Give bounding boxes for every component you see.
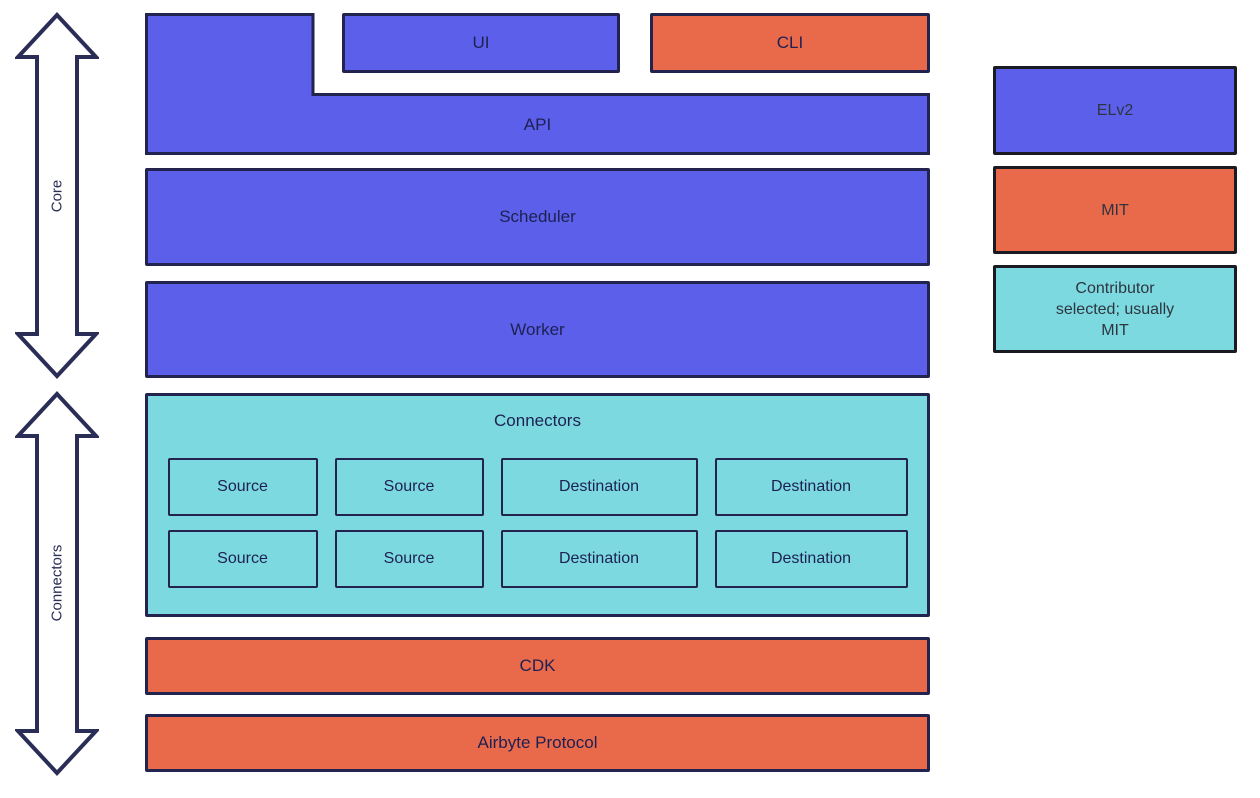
connectors-double-arrow-icon [15,391,99,776]
core-double-arrow-icon [15,12,99,379]
connectors-arrow-label: Connectors [48,544,66,622]
connectors-block: Connectors Source Source Destination Des… [145,393,930,617]
legend-item-elv2: ELv2 [993,66,1237,155]
legend-contributor-line: Contributor [1075,279,1155,297]
api-block-shape [145,13,930,155]
source-connector-cell: Source [334,458,484,516]
cli-block: CLI [650,13,930,73]
source-connector-cell: Source [334,530,484,588]
legend-contributor-line: selected; usually [1055,300,1175,318]
api-block-label: API [523,115,552,134]
legend-item-contributor: Contributor selected; usually MIT [993,265,1237,353]
cdk-block: CDK [145,637,930,695]
destination-connector-cell: Destination [714,530,908,588]
source-connector-cell: Source [167,458,318,516]
connectors-block-title: Connectors [494,411,581,430]
core-arrow-label: Core [48,179,66,213]
source-connector-cell: Source [167,530,318,588]
ui-block: UI [342,13,620,73]
airbyte-protocol-block: Airbyte Protocol [145,714,930,772]
connectors-grid: Source Source Destination Destination So… [167,458,908,588]
destination-connector-cell: Destination [714,458,908,516]
scheduler-block: Scheduler [145,168,930,266]
legend-contributor-line: MIT [1101,321,1129,339]
worker-block: Worker [145,281,930,378]
legend-item-mit: MIT [993,166,1237,254]
destination-connector-cell: Destination [500,458,698,516]
destination-connector-cell: Destination [500,530,698,588]
